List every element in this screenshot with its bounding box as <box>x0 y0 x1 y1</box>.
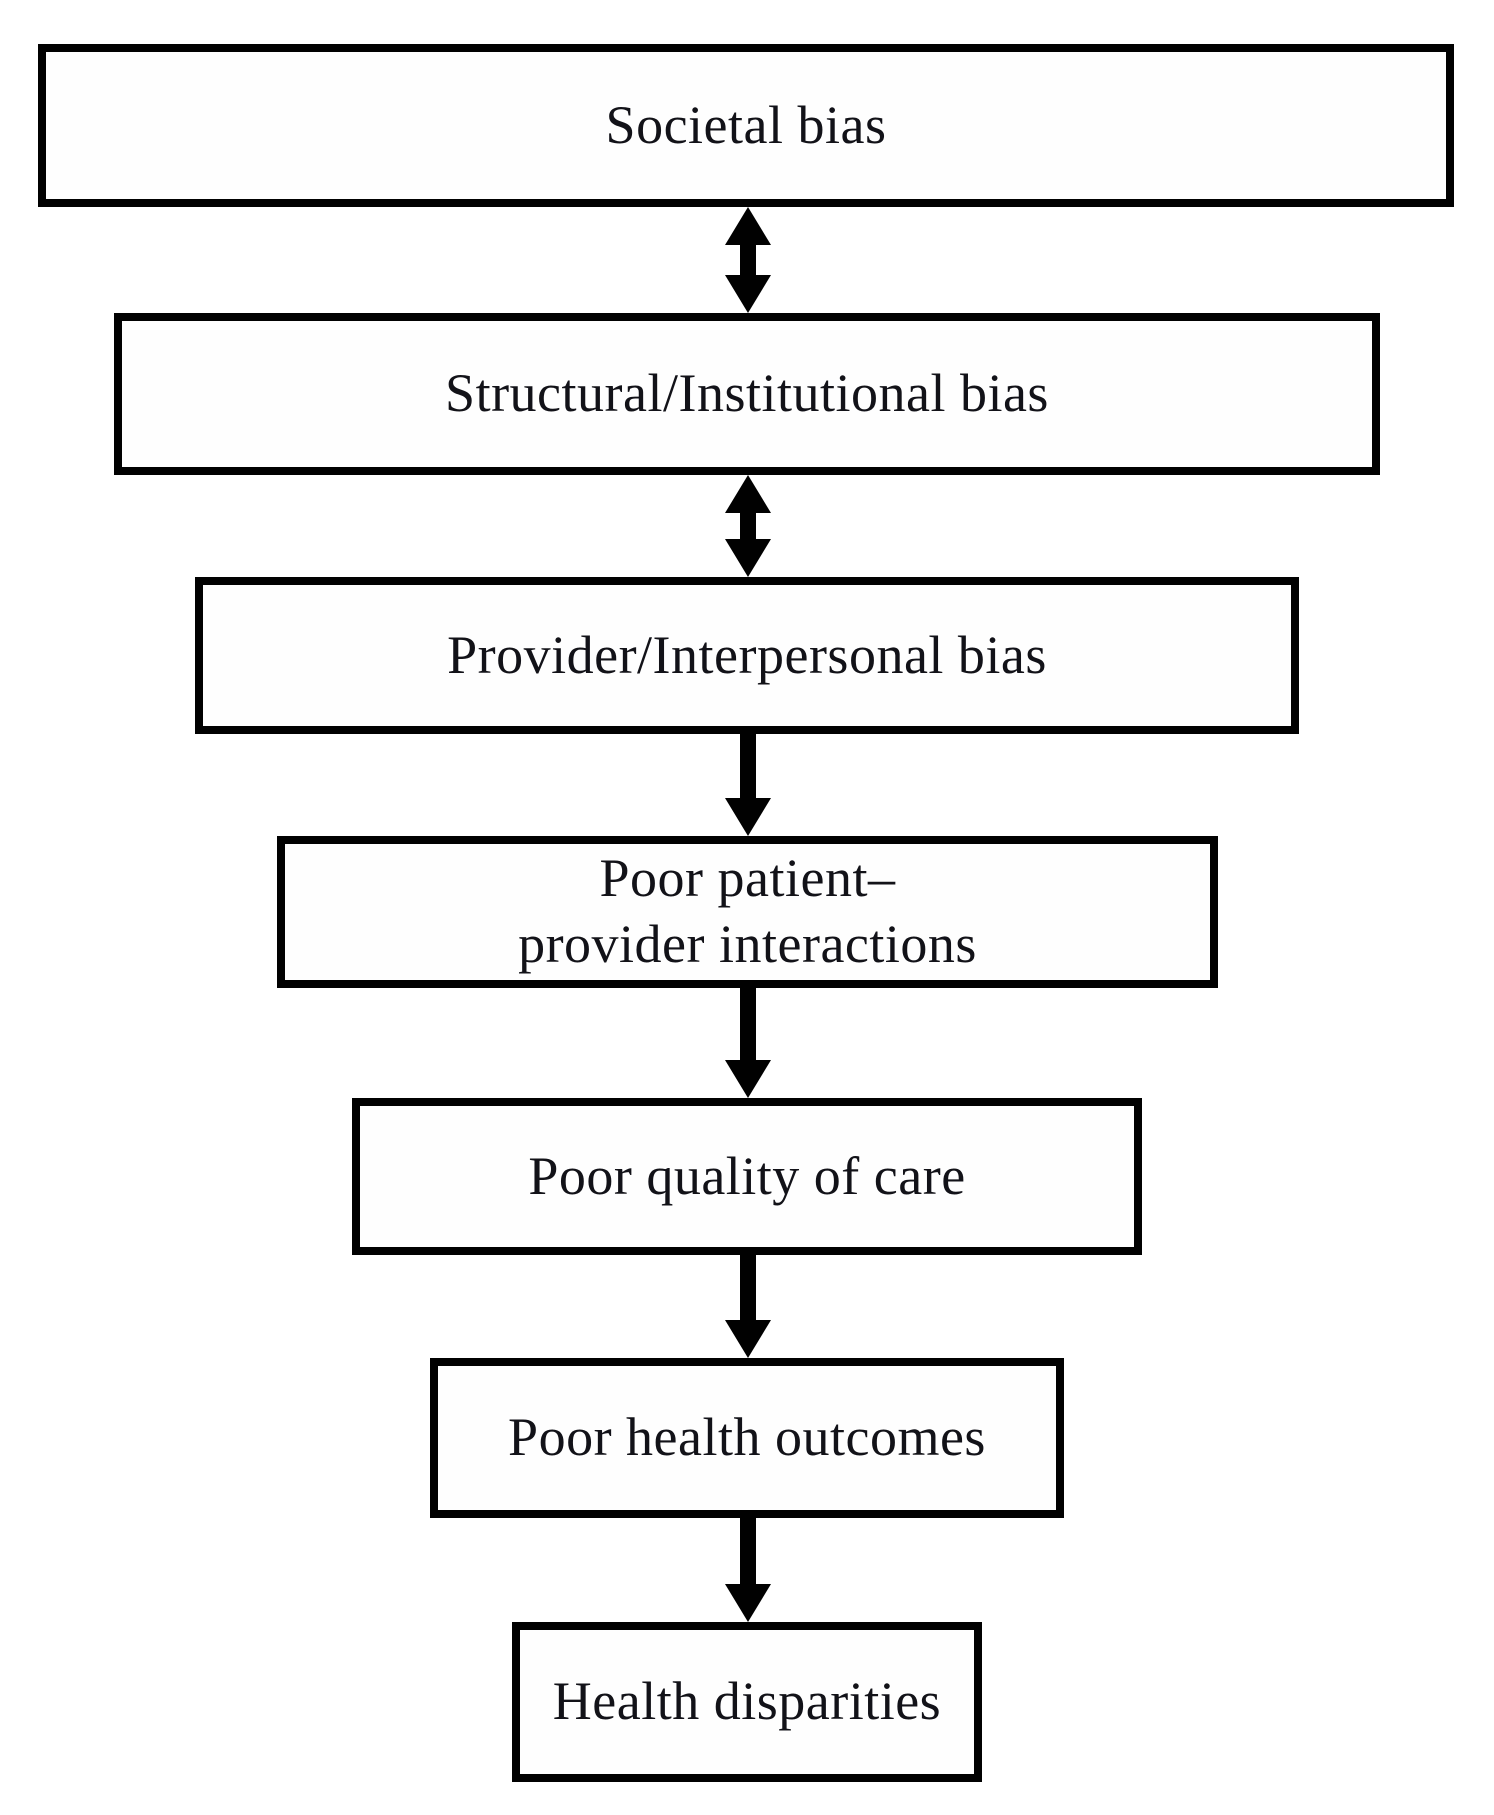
arrowhead-down-icon <box>725 539 771 577</box>
box-health-disparities-label: Health disparities <box>552 1671 942 1732</box>
arrowhead-down-icon <box>725 1320 771 1358</box>
arrow-shaft <box>740 1255 756 1320</box>
arrowhead-up-icon <box>725 207 771 245</box>
box-poor-patient-provider-interactions-label: Poor patient– provider interactions <box>518 848 977 974</box>
box-health-disparities: Health disparities <box>512 1622 982 1782</box>
box-structural-institutional-bias: Structural/Institutional bias <box>114 313 1380 475</box>
double-arrow-structural-provider-icon <box>725 475 771 577</box>
down-arrow-outcomes-disparities-icon <box>725 1518 771 1622</box>
arrow-shaft <box>740 245 756 275</box>
arrowhead-down-icon <box>725 798 771 836</box>
box-poor-quality-of-care: Poor quality of care <box>352 1098 1142 1255</box>
box-poor-health-outcomes-label: Poor health outcomes <box>508 1407 986 1468</box>
arrowhead-up-icon <box>725 475 771 513</box>
arrow-shaft <box>740 988 756 1060</box>
box-structural-institutional-bias-label: Structural/Institutional bias <box>445 363 1049 424</box>
box-provider-interpersonal-bias-label: Provider/Interpersonal bias <box>447 624 1047 685</box>
arrow-shaft <box>740 1518 756 1584</box>
arrow-shaft <box>740 513 756 539</box>
down-arrow-quality-outcomes-icon <box>725 1255 771 1358</box>
arrowhead-down-icon <box>725 1060 771 1098</box>
box-poor-health-outcomes: Poor health outcomes <box>430 1358 1064 1518</box>
double-arrow-societal-structural-icon <box>725 207 771 313</box>
box-provider-interpersonal-bias: Provider/Interpersonal bias <box>195 577 1299 734</box>
down-arrow-provider-interactions-icon <box>725 734 771 836</box>
box-societal-bias: Societal bias <box>38 44 1454 207</box>
box-poor-quality-of-care-label: Poor quality of care <box>528 1145 966 1206</box>
arrowhead-down-icon <box>725 1584 771 1622</box>
box-poor-patient-provider-interactions: Poor patient– provider interactions <box>277 836 1218 988</box>
down-arrow-interactions-quality-icon <box>725 988 771 1098</box>
arrow-shaft <box>740 734 756 798</box>
box-societal-bias-label: Societal bias <box>605 94 887 155</box>
arrowhead-down-icon <box>725 275 771 313</box>
